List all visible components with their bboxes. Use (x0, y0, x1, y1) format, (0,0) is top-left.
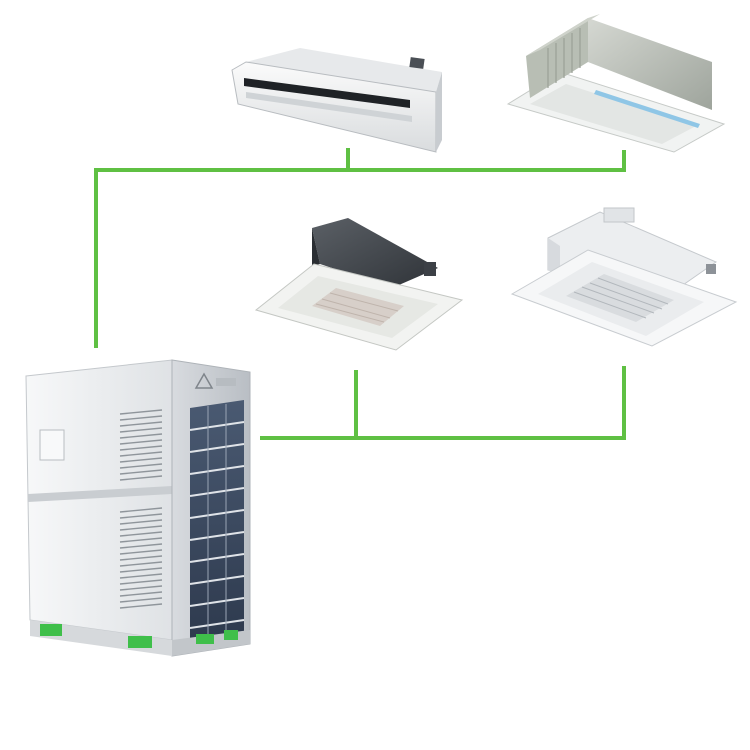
one-way-cassette-unit (231, 48, 442, 153)
green-foot-1 (40, 624, 62, 636)
ceiling-duct-unit (506, 14, 726, 153)
outdoor-unit (25, 359, 251, 657)
four-way-cassette-right (510, 207, 738, 347)
green-foot-2 (128, 636, 152, 648)
four-way-cassette-left (254, 218, 464, 351)
green-foot-3 (196, 634, 214, 644)
brand-logo-icon (194, 372, 236, 389)
green-foot-4 (224, 630, 238, 640)
refrigerant-pipes (94, 148, 626, 440)
